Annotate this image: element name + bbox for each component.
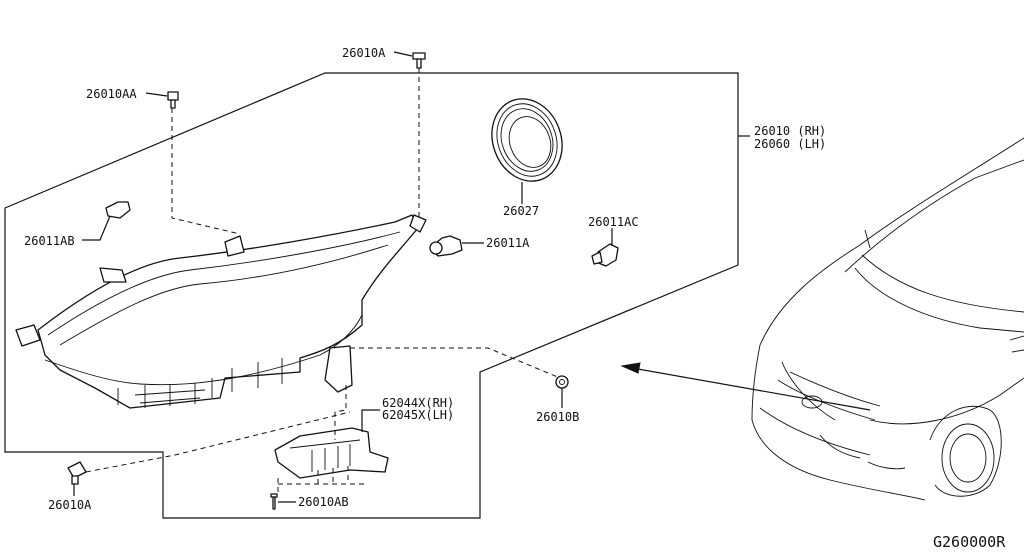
bolt-26010A-bottom[interactable] xyxy=(67,461,87,485)
bolt-26010A-top[interactable] xyxy=(412,52,426,69)
label-26011A: 26011A xyxy=(486,236,530,250)
label-26060-lh: 26060 (LH) xyxy=(754,137,826,151)
diagram-code: G260000R xyxy=(933,533,1006,551)
label-62044X-rh: 62044X(RH) xyxy=(382,396,454,410)
location-arrow xyxy=(620,362,871,411)
label-26010A-top: 26010A xyxy=(342,46,386,60)
assembly-boundary xyxy=(4,72,739,519)
headlamp-housing[interactable] xyxy=(15,214,427,409)
label-26010AA: 26010AA xyxy=(86,87,137,101)
screw-26010AB[interactable] xyxy=(270,493,278,510)
label-26011AC: 26011AC xyxy=(588,215,639,229)
label-26027: 26027 xyxy=(503,204,539,218)
label-26010B: 26010B xyxy=(536,410,579,424)
label-26010A-bottom: 26010A xyxy=(48,498,92,512)
bulb-26011AC[interactable] xyxy=(591,243,619,267)
bolt-26010AA[interactable] xyxy=(167,91,179,109)
label-26010AB: 26010AB xyxy=(298,495,349,509)
nut-26010B[interactable] xyxy=(555,375,569,389)
mounting-lines xyxy=(85,68,561,494)
bulb-26011A[interactable] xyxy=(429,235,463,257)
label-26010-rh: 26010 (RH) xyxy=(754,124,826,138)
label-62045X-lh: 62045X(LH) xyxy=(382,408,454,422)
side-lamp-26011AB[interactable] xyxy=(105,201,131,219)
lower-bracket[interactable] xyxy=(274,427,389,479)
vehicle-front-illustration xyxy=(751,137,1024,501)
leader-lines xyxy=(73,51,750,503)
label-26011AB: 26011AB xyxy=(24,234,75,248)
seal-ring[interactable] xyxy=(481,89,574,191)
